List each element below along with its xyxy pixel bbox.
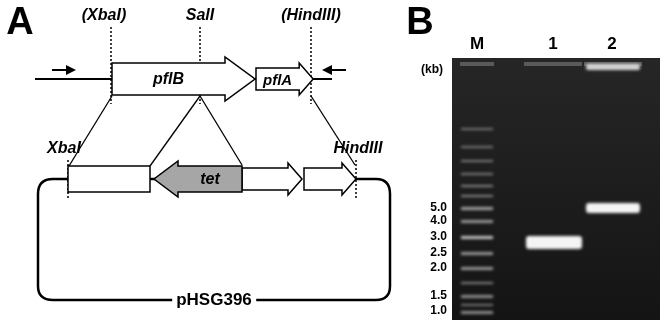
primer-arrow	[322, 65, 346, 75]
gene-arrow: pflA	[256, 63, 313, 95]
restriction-site: HindIII	[334, 139, 383, 157]
ladder-band	[461, 304, 493, 306]
ladder-band	[461, 267, 493, 270]
size-marker: 5.0	[430, 201, 447, 214]
gene-arrow	[242, 163, 302, 195]
size-marker: 1.0	[430, 304, 447, 317]
ladder-band	[461, 252, 493, 255]
primer-arrow	[52, 65, 76, 75]
gene-name: tet	[178, 161, 242, 197]
ladder-band	[461, 311, 493, 314]
lane-label: M	[470, 35, 484, 54]
gel-well	[524, 62, 582, 66]
ladder-band	[461, 195, 493, 197]
ladder-band	[461, 295, 493, 298]
site-marker	[68, 27, 356, 200]
ladder-band	[461, 128, 493, 130]
primer-arrow	[66, 65, 76, 75]
lane-label: 1	[548, 35, 557, 54]
panel-letter: B	[406, 1, 433, 43]
size-marker: 1.5	[430, 289, 447, 302]
gel-well	[460, 62, 494, 66]
dna-band	[586, 64, 640, 70]
arrow-outline	[154, 161, 242, 197]
gel-image	[452, 58, 660, 320]
crossover-line	[150, 96, 200, 166]
restriction-site: (HindIII)	[281, 6, 341, 24]
ladder-band	[461, 185, 493, 187]
ladder-band	[461, 173, 493, 175]
size-marker: 2.5	[430, 246, 447, 259]
gene-name: pflA	[256, 63, 299, 95]
site-marker	[310, 27, 312, 104]
primer-arrow	[330, 69, 346, 71]
homology-box	[68, 166, 150, 192]
lane-label: 2	[607, 35, 616, 54]
arrow-outline	[256, 63, 313, 95]
arrow-outline	[112, 57, 255, 101]
ladder-band	[461, 220, 493, 223]
primer-arrow	[322, 65, 332, 75]
restriction-site: (XbaI)	[82, 6, 126, 24]
primer-arrow	[52, 69, 68, 71]
gene-arrow: tet	[154, 161, 242, 197]
gene-arrow	[304, 163, 356, 195]
gene-name: pflB	[112, 57, 225, 101]
crossover-line	[200, 96, 242, 165]
gene-arrow: pflB	[112, 57, 255, 101]
ladder-band	[461, 160, 493, 162]
dna-band	[526, 236, 582, 249]
size-marker: 3.0	[430, 230, 447, 243]
ladder-band	[461, 128, 493, 314]
ladder-band	[461, 282, 493, 284]
arrow-outline	[154, 161, 242, 197]
unit-label: (kb)	[421, 63, 443, 76]
dna-band	[526, 64, 640, 249]
panel-letter: A	[6, 1, 33, 43]
ladder-band	[461, 207, 493, 210]
ladder-band	[461, 236, 493, 239]
restriction-site: SalI	[186, 6, 214, 24]
size-marker: 4.0	[430, 214, 447, 227]
size-marker: 2.0	[430, 261, 447, 274]
dna-band	[586, 203, 640, 213]
restriction-site: XbaI	[47, 139, 81, 157]
plasmid-outline	[38, 179, 390, 300]
plasmid-name: pHSG396	[172, 291, 256, 310]
ladder-band	[461, 146, 493, 148]
crossover-line	[69, 96, 355, 166]
